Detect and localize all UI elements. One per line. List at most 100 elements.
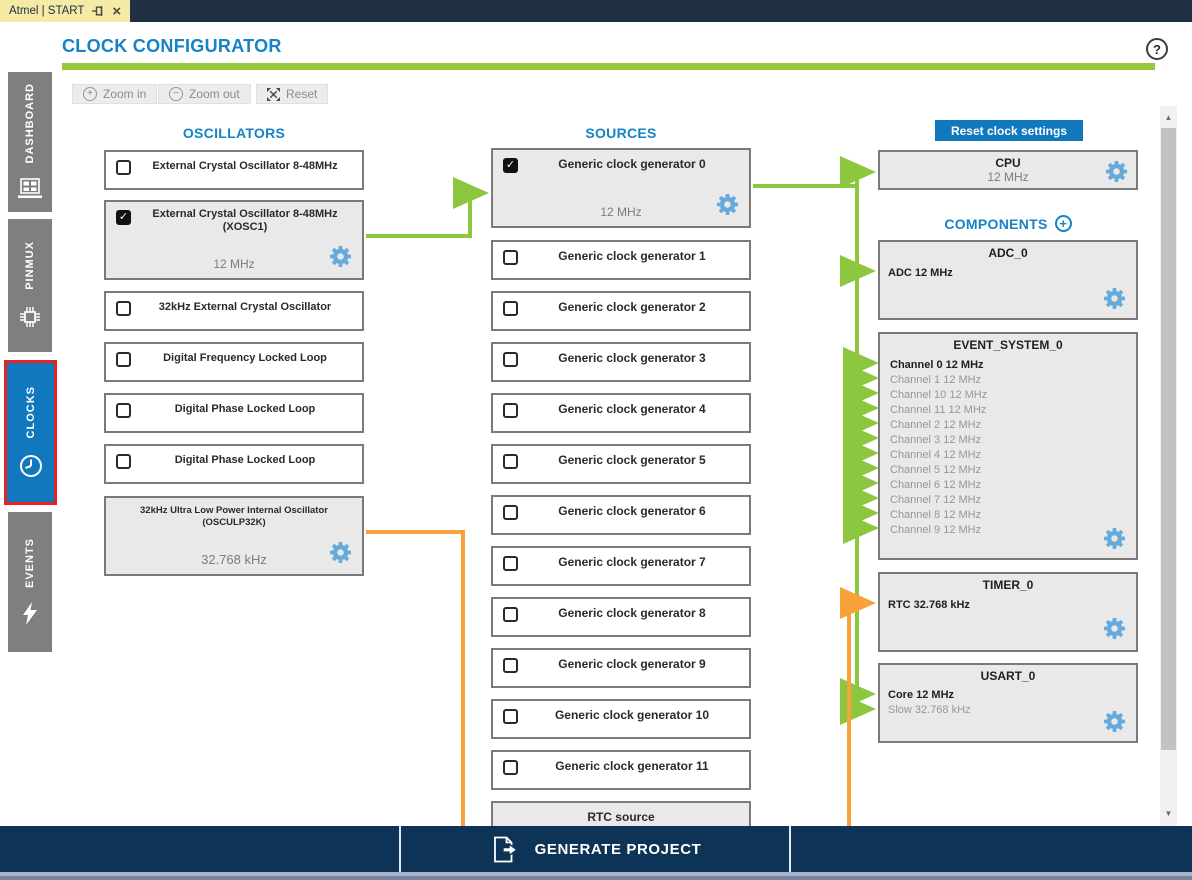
sidebar-item-clocks[interactable]: CLOCKS [4, 360, 57, 505]
generator-box-3[interactable]: Generic clock generator 3 [491, 342, 751, 382]
box-label: Generic clock generator 5 [558, 453, 706, 467]
oscillator-box-osculp32k[interactable]: 32kHz Ultra Low Power Internal Oscillato… [104, 496, 364, 576]
footer-divider [789, 826, 791, 872]
gear-icon[interactable] [1103, 287, 1126, 310]
cpu-box[interactable]: CPU 12 MHz [878, 150, 1138, 190]
checkbox-unchecked[interactable] [503, 505, 518, 520]
box-label: Generic clock generator 6 [558, 504, 706, 518]
document-tab[interactable]: Atmel | START × [0, 0, 131, 22]
clock-input-label: Core 12 MHz [888, 689, 955, 701]
checkbox-unchecked[interactable] [116, 454, 131, 469]
lightning-icon [19, 602, 41, 626]
checkbox-checked[interactable]: ✓ [116, 210, 131, 225]
generator-box-1[interactable]: Generic clock generator 1 [491, 240, 751, 280]
checkbox-unchecked[interactable] [116, 352, 131, 367]
generator-box-7[interactable]: Generic clock generator 7 [491, 546, 751, 586]
reset-clock-settings-button[interactable]: Reset clock settings [935, 120, 1083, 141]
pin-icon[interactable] [92, 5, 104, 17]
generator-box-2[interactable]: Generic clock generator 2 [491, 291, 751, 331]
box-title: USART_0 [980, 669, 1036, 683]
event-channel: Channel 4 12 MHz [890, 449, 982, 461]
frequency-label: 12 MHz [987, 170, 1029, 184]
gear-icon[interactable] [1103, 527, 1126, 550]
event-system-box[interactable]: EVENT_SYSTEM_0 Channel 0 12 MHz Channel … [878, 332, 1138, 560]
gear-icon[interactable] [716, 193, 739, 216]
checkbox-checked[interactable]: ✓ [503, 158, 518, 173]
generator-box-10[interactable]: Generic clock generator 10 [491, 699, 751, 739]
checkbox-unchecked[interactable] [503, 607, 518, 622]
box-title: CPU [995, 156, 1021, 170]
sidebar-label-dashboard: DASHBOARD [24, 82, 36, 164]
box-label: 32kHz Ultra Low Power Internal Oscillato… [140, 505, 328, 528]
event-channel: Channel 3 12 MHz [890, 434, 982, 446]
oscillator-box-dfll[interactable]: Digital Frequency Locked Loop [104, 342, 364, 382]
checkbox-unchecked[interactable] [116, 160, 131, 175]
frequency-label: 32.768 kHz [201, 552, 267, 567]
checkbox-unchecked[interactable] [116, 403, 131, 418]
header-rule [62, 63, 1155, 70]
bottom-bar: GENERATE PROJECT [0, 826, 1192, 872]
gear-icon[interactable] [1105, 160, 1128, 183]
box-label: Generic clock generator 2 [558, 300, 706, 314]
vertical-scrollbar[interactable]: ▲ ▼ [1160, 106, 1177, 826]
checkbox-unchecked[interactable] [503, 454, 518, 469]
usart-box[interactable]: USART_0 Core 12 MHz Slow 32.768 kHz [878, 663, 1138, 743]
sidebar-item-events[interactable]: EVENTS [8, 512, 52, 652]
title-bar: Atmel | START × [0, 0, 1192, 22]
oscillator-box-xosc[interactable]: External Crystal Oscillator 8-48MHz [104, 150, 364, 190]
generator-box-6[interactable]: Generic clock generator 6 [491, 495, 751, 535]
checkbox-unchecked[interactable] [503, 658, 518, 673]
scroll-down-icon[interactable]: ▼ [1164, 809, 1173, 818]
oscillator-box-dpll0[interactable]: Digital Phase Locked Loop [104, 393, 364, 433]
help-icon[interactable]: ? [1146, 38, 1168, 60]
zoom-out-label: Zoom out [189, 87, 240, 101]
gear-icon[interactable] [1103, 710, 1126, 733]
checkbox-unchecked[interactable] [503, 709, 518, 724]
timer-box[interactable]: TIMER_0 RTC 32.768 kHz [878, 572, 1138, 652]
close-icon[interactable]: × [112, 2, 122, 20]
adc-box[interactable]: ADC_0 ADC 12 MHz [878, 240, 1138, 320]
checkbox-unchecked[interactable] [503, 403, 518, 418]
sidebar-item-dashboard[interactable]: DASHBOARD [8, 72, 52, 212]
checkbox-unchecked[interactable] [503, 760, 518, 775]
box-label: Generic clock generator 0 [558, 157, 706, 171]
generator-box-4[interactable]: Generic clock generator 4 [491, 393, 751, 433]
oscillator-box-dpll1[interactable]: Digital Phase Locked Loop [104, 444, 364, 484]
checkbox-unchecked[interactable] [503, 556, 518, 571]
oscillator-box-xosc1[interactable]: ✓ External Crystal Oscillator 8-48MHz (X… [104, 200, 364, 280]
generator-box-0[interactable]: ✓ Generic clock generator 0 12 MHz [491, 148, 751, 228]
oscillator-box-xosc32k[interactable]: 32kHz External Crystal Oscillator [104, 291, 364, 331]
zoom-in-button[interactable]: + Zoom in [72, 84, 158, 104]
generator-box-9[interactable]: Generic clock generator 9 [491, 648, 751, 688]
checkbox-unchecked[interactable] [503, 352, 518, 367]
clock-input-label: ADC 12 MHz [888, 267, 953, 279]
reset-view-button[interactable]: Reset [256, 84, 329, 104]
status-strip-shadow [0, 876, 1192, 880]
box-title: EVENT_SYSTEM_0 [953, 338, 1063, 352]
generate-project-button[interactable]: GENERATE PROJECT [400, 826, 790, 872]
box-label: Generic clock generator 11 [555, 759, 709, 773]
event-channel: Channel 2 12 MHz [890, 419, 982, 431]
sidebar-item-pinmux[interactable]: PINMUX [8, 219, 52, 352]
checkbox-unchecked[interactable] [503, 301, 518, 316]
box-label: External Crystal Oscillator 8-48MHz (XOS… [152, 208, 338, 233]
generator-box-5[interactable]: Generic clock generator 5 [491, 444, 751, 484]
checkbox-unchecked[interactable] [116, 301, 131, 316]
clock-input-label: RTC 32.768 kHz [888, 599, 970, 611]
minus-circle-icon: − [169, 87, 183, 101]
gear-icon[interactable] [329, 245, 352, 268]
add-component-icon[interactable]: + [1054, 215, 1072, 232]
check-icon: ✓ [118, 211, 129, 223]
generator-box-8[interactable]: Generic clock generator 8 [491, 597, 751, 637]
checkbox-unchecked[interactable] [503, 250, 518, 265]
scroll-up-icon[interactable]: ▲ [1164, 113, 1173, 122]
gear-icon[interactable] [1103, 617, 1126, 640]
event-channel: Channel 7 12 MHz [890, 494, 982, 506]
plus-circle-icon: + [83, 87, 97, 101]
scrollbar-thumb[interactable] [1161, 128, 1176, 750]
gear-icon[interactable] [329, 541, 352, 564]
box-label: RTC source [587, 810, 655, 824]
generator-box-11[interactable]: Generic clock generator 11 [491, 750, 751, 790]
box-label: External Crystal Oscillator 8-48MHz [152, 160, 338, 172]
zoom-out-button[interactable]: − Zoom out [158, 84, 251, 104]
